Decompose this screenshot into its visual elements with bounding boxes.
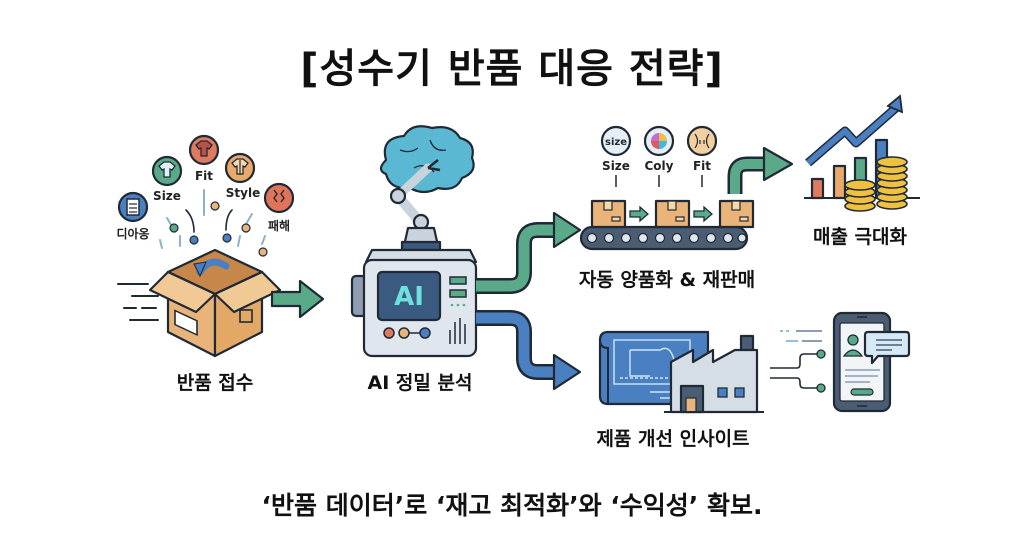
page-title: [성수기 반품 대응 전략]: [300, 46, 724, 92]
step-label-revenue: 매출 극대화: [812, 226, 907, 248]
mobile-phone-icon: [832, 311, 911, 413]
spark-dots: [169, 201, 268, 257]
arrow-analysis-to-resale: [476, 211, 582, 294]
conveyor-belt-icon: [579, 199, 755, 251]
reason-icon-fit-tshirt: [188, 134, 220, 166]
step-label-resale: 자동 양품화 & 재판매: [578, 269, 756, 291]
reason-label-2: Fit: [194, 169, 214, 183]
motion-lines: [117, 283, 159, 321]
arrow-intake-to-analysis: [270, 279, 325, 319]
return-box-icon: [148, 248, 282, 358]
check-label-size: Size: [602, 159, 630, 173]
step-label-insight: 제품 개선 인사이트: [596, 428, 750, 450]
connector-lines: [770, 330, 826, 393]
color-wheel-icon: [643, 125, 675, 187]
check-label-fit: Fit: [692, 159, 712, 173]
ai-screen-text: AI: [394, 282, 424, 312]
factory-icon: [664, 334, 764, 414]
reason-label-4: 패해: [267, 219, 291, 233]
fit-icon: [686, 125, 718, 187]
arrow-resale-to-revenue: [727, 146, 794, 194]
revenue-growth-icon: [804, 94, 920, 212]
check-label-color: Coly: [644, 159, 674, 173]
check-icon-size: size: [600, 125, 632, 187]
arrow-analysis-to-insight: [476, 310, 582, 391]
spark-decorations: [159, 189, 266, 249]
reason-icon-document: [117, 191, 149, 223]
svg-text:size: size: [605, 137, 627, 148]
ai-analysis-machine-icon: AI: [350, 125, 478, 358]
step-label-analysis: AI 정밀 분석: [367, 372, 473, 394]
reason-label-3: Style: [225, 186, 261, 200]
reason-icon-size-tshirt: [151, 155, 183, 187]
reason-label-0: 디아옹: [116, 227, 150, 241]
tagline: ‘반품 데이터’로 ‘재고 최적화’와 ‘수익성’ 확보.: [261, 491, 763, 520]
reason-icon-style-shirt: [224, 152, 256, 184]
reason-label-1: Size: [153, 189, 181, 203]
step-label-intake: 반품 접수: [176, 372, 254, 394]
reason-icon-damage: [263, 182, 295, 214]
